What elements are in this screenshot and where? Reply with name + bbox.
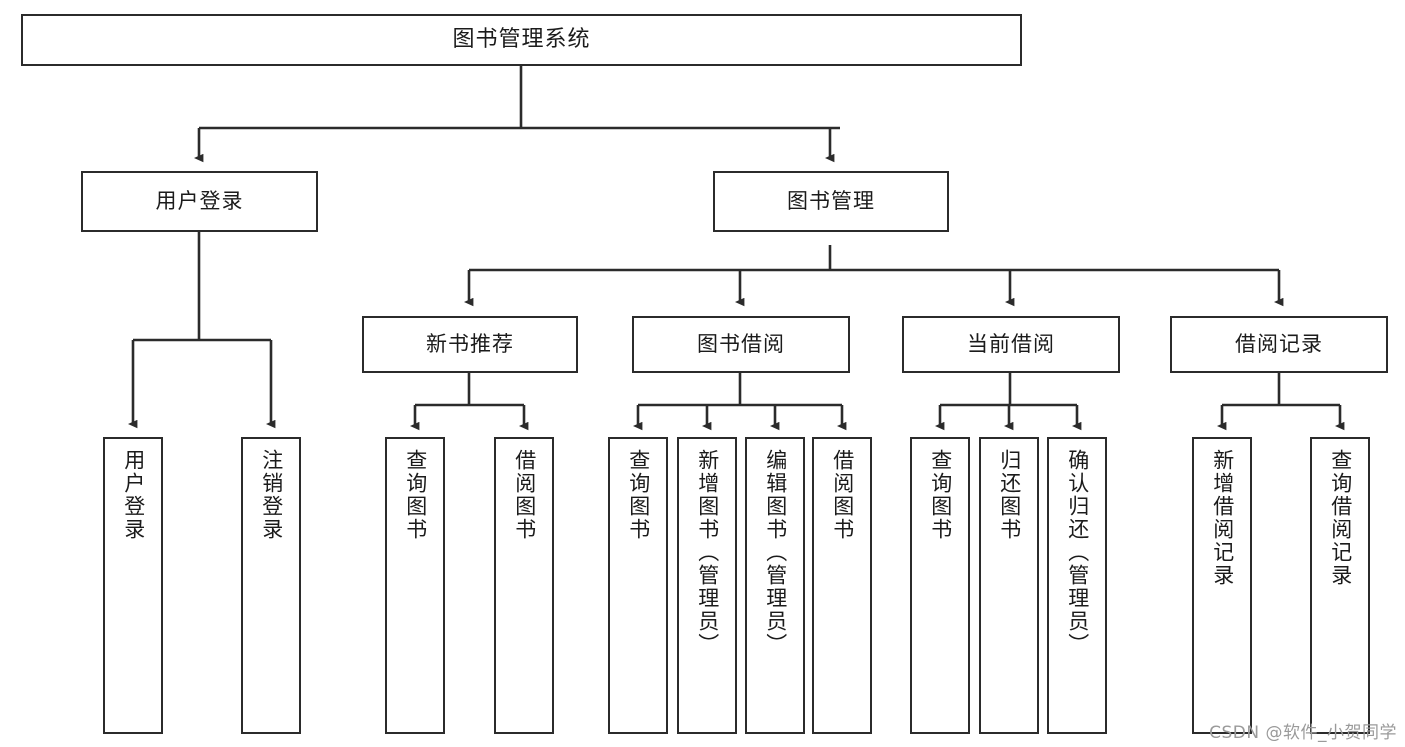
node-leaf-return-book[interactable]: 归还图书 [979, 437, 1039, 734]
node-root-label: 图书管理系统 [452, 26, 591, 52]
node-new-book-recommend[interactable]: 新书推荐 [362, 316, 578, 373]
node-leaf-confirm-return-label: 确认归还（管理员） [1065, 449, 1090, 656]
node-leaf-edit-book-label: 编辑图书（管理员） [763, 449, 788, 656]
node-leaf-query-record-label: 查询借阅记录 [1328, 449, 1353, 587]
node-current-borrow-label: 当前借阅 [967, 331, 1055, 356]
node-leaf-logout-login-label: 注销登录 [259, 449, 284, 541]
node-borrow-record-label: 借阅记录 [1235, 331, 1323, 356]
node-user-login-label: 用户登录 [155, 188, 244, 213]
csdn-watermark: CSDN @软件_小贺同学 [1209, 723, 1397, 743]
node-leaf-borrow-book-2-label: 借阅图书 [830, 449, 855, 541]
node-leaf-query-book-3[interactable]: 查询图书 [910, 437, 970, 734]
node-book-borrow-label: 图书借阅 [697, 331, 785, 356]
node-book-manage-label: 图书管理 [787, 188, 875, 213]
node-current-borrow[interactable]: 当前借阅 [902, 316, 1120, 373]
node-new-book-recommend-label: 新书推荐 [426, 331, 514, 356]
node-root[interactable]: 图书管理系统 [21, 14, 1022, 66]
node-leaf-user-login-label: 用户登录 [121, 449, 146, 541]
node-leaf-add-book[interactable]: 新增图书（管理员） [677, 437, 737, 734]
node-leaf-add-book-label: 新增图书（管理员） [695, 449, 720, 656]
node-leaf-query-book-2[interactable]: 查询图书 [608, 437, 668, 734]
node-leaf-query-book-3-label: 查询图书 [928, 449, 953, 541]
node-leaf-query-book-1-label: 查询图书 [403, 449, 428, 541]
node-borrow-record[interactable]: 借阅记录 [1170, 316, 1388, 373]
node-leaf-logout-login[interactable]: 注销登录 [241, 437, 301, 734]
node-leaf-confirm-return[interactable]: 确认归还（管理员） [1047, 437, 1107, 734]
node-leaf-borrow-book-2[interactable]: 借阅图书 [812, 437, 872, 734]
node-leaf-borrow-book-1[interactable]: 借阅图书 [494, 437, 554, 734]
node-book-borrow[interactable]: 图书借阅 [632, 316, 850, 373]
node-book-manage[interactable]: 图书管理 [713, 171, 949, 232]
node-leaf-query-book-2-label: 查询图书 [626, 449, 651, 541]
node-leaf-add-record-label: 新增借阅记录 [1210, 449, 1235, 587]
node-leaf-add-record[interactable]: 新增借阅记录 [1192, 437, 1252, 734]
node-leaf-return-book-label: 归还图书 [997, 449, 1022, 541]
node-leaf-user-login[interactable]: 用户登录 [103, 437, 163, 734]
node-leaf-edit-book[interactable]: 编辑图书（管理员） [745, 437, 805, 734]
node-leaf-borrow-book-1-label: 借阅图书 [512, 449, 537, 541]
node-leaf-query-book-1[interactable]: 查询图书 [385, 437, 445, 734]
node-leaf-query-record[interactable]: 查询借阅记录 [1310, 437, 1370, 734]
node-user-login[interactable]: 用户登录 [81, 171, 318, 232]
